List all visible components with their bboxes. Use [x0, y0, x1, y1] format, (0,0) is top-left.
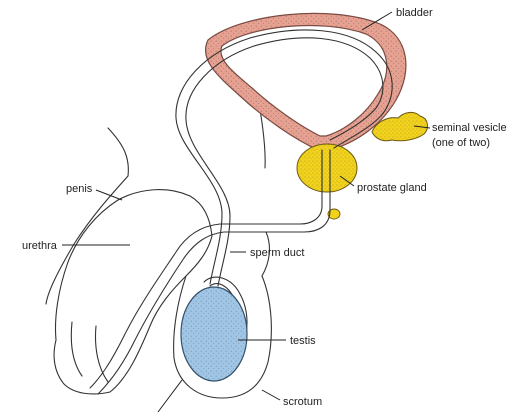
penis-glans [53, 339, 111, 395]
bladder-leader-line [361, 11, 393, 31]
label-seminal-vesicle: seminal vesicle [432, 122, 507, 134]
sperm-duct-tube-inner [185, 37, 384, 287]
inner-leg-outline [261, 231, 271, 277]
label-scrotum: scrotum [283, 396, 322, 408]
label-bladder: bladder [396, 7, 433, 19]
label-sperm-duct: sperm duct [250, 247, 304, 259]
penis-leader-line [95, 189, 123, 201]
thigh-outline [45, 175, 129, 305]
scrotum-leader-line [261, 389, 281, 401]
prostate-gland-texture [297, 144, 357, 192]
label-penis: penis [66, 183, 93, 195]
label-prostate-gland: prostate gland [357, 182, 427, 194]
label-seminal-vesicle-note: (one of two) [432, 137, 490, 149]
body-outline-left [107, 127, 129, 177]
sperm-duct-tube [175, 29, 393, 285]
bulbourethral-gland [327, 208, 341, 220]
bottom-leader-line [157, 379, 183, 413]
label-urethra: urethra [22, 240, 58, 252]
urethra-tube [89, 149, 323, 389]
scrotum-outline [173, 275, 272, 399]
penis-upper-shaft [55, 199, 119, 341]
seminal-vesicle-leader-line [413, 125, 431, 129]
glans-detail [70, 321, 109, 383]
penis-lower-shaft [109, 235, 213, 393]
prostate-leader-line [339, 175, 355, 187]
testis-texture [181, 287, 247, 381]
label-testis: testis [290, 335, 316, 347]
urethra-tube-inner [97, 149, 331, 395]
penis-shaft [117, 189, 213, 237]
seminal-vesicle-texture [372, 112, 428, 141]
